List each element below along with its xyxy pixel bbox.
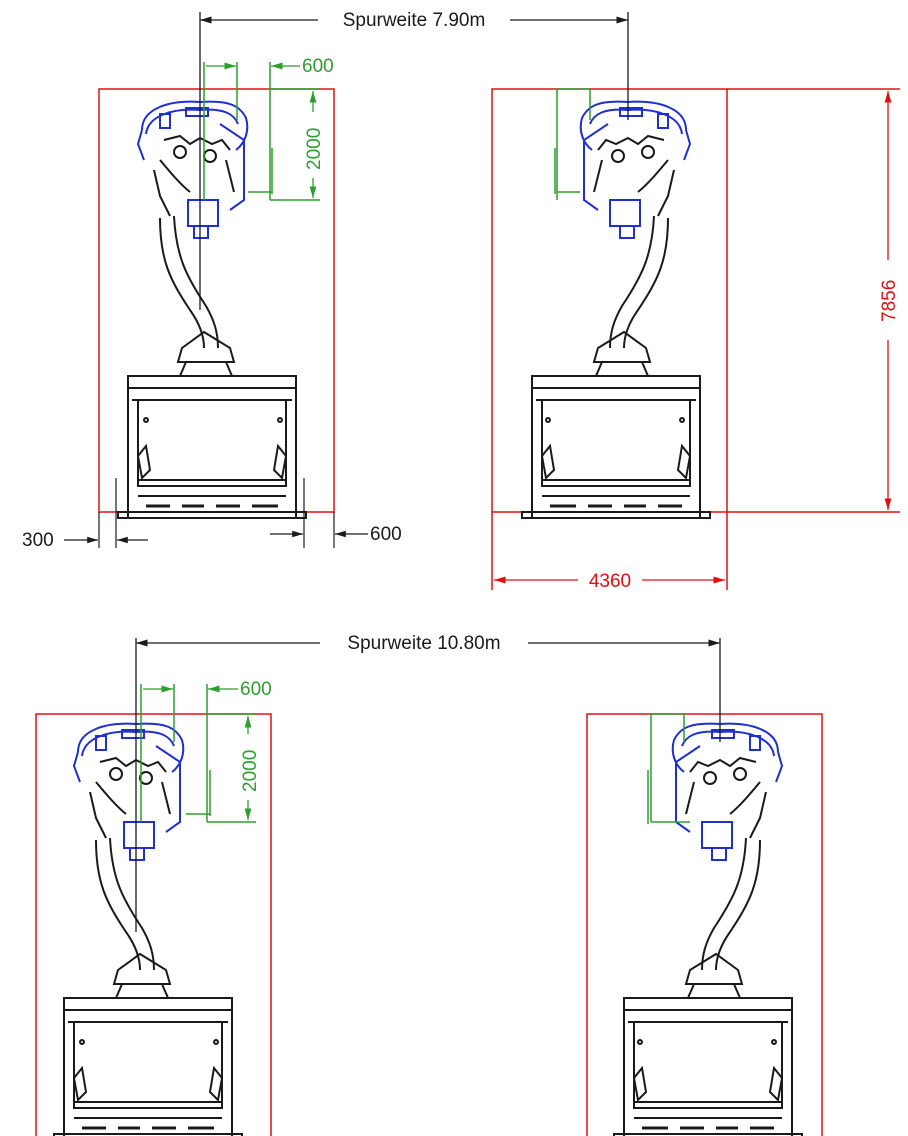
bottom-clearance-height: 2000 — [240, 750, 261, 792]
bottom-right-cabin — [612, 722, 804, 1136]
bottom-clearance-width: 600 — [240, 679, 272, 700]
bottom-track-width-label: Spurweite 10.80m — [347, 633, 500, 654]
bottom-right-envelope — [586, 713, 823, 1136]
top-track-width-label: Spurweite 7.90m — [343, 10, 486, 31]
top-right-clearance — [554, 88, 591, 200]
top-section: Spurweite 7.90m 600 2000 — [22, 10, 900, 592]
bottom-right-clearance — [647, 713, 690, 824]
envelope-height: 7856 — [879, 280, 900, 322]
top-left-offset: 300 — [22, 530, 54, 551]
top-clearance-width: 600 — [302, 56, 334, 77]
top-left-clearance — [203, 62, 320, 201]
bottom-left-cabin — [52, 722, 244, 1136]
bottom-left-envelope — [35, 713, 272, 1136]
left-envelope — [98, 88, 335, 513]
bottom-left-clearance — [140, 684, 256, 823]
top-right-cabin — [520, 100, 712, 520]
envelope-width: 4360 — [589, 571, 631, 592]
bottom-section: Spurweite 10.80m 600 2000 — [35, 633, 823, 1136]
top-clearance-height: 2000 — [304, 128, 325, 170]
top-right-offset: 600 — [370, 524, 402, 545]
top-left-cabin — [116, 100, 308, 520]
right-envelope — [491, 88, 728, 513]
